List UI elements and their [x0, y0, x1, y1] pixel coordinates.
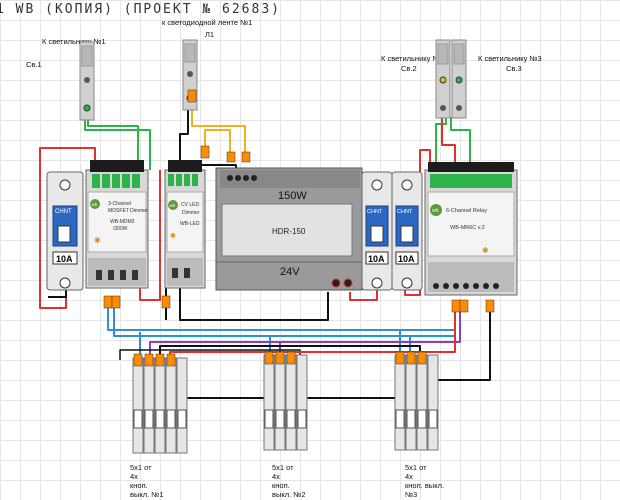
psu-power: 150W — [278, 190, 307, 202]
asterisk-icon: ✱ — [482, 246, 489, 255]
lamp-3-sub: Св.2 — [401, 64, 417, 73]
switch-block-2-line2: 4x — [272, 472, 280, 481]
lamp-4-caption: К светильнику №3 — [478, 54, 542, 63]
switch-block-1-line2: 4x — [130, 472, 138, 481]
lamp-4-sub: Св.3 — [506, 64, 522, 73]
circuit-breaker-3: CHNT 10A — [391, 171, 423, 291]
switch-block-1-label: 5x1 от 4x кноп. выкл. №1 — [130, 463, 164, 499]
wire-green — [450, 117, 471, 172]
switch-block-3-line1: 5x1 от — [405, 463, 427, 472]
lamp-terminal — [84, 77, 90, 83]
dimmer-brand: wb — [92, 202, 98, 207]
circuit-breaker-1: CHNT 10A — [46, 171, 84, 291]
wb-logo-icon — [90, 199, 100, 209]
switch-block-3-line3: кноп. выкл. — [405, 481, 445, 490]
led-line2: Dimmer — [182, 210, 200, 216]
dimmer-line1: 3-Channel — [108, 201, 131, 207]
led-brand: wb — [170, 203, 176, 208]
breaker-3-rating: 10A — [398, 254, 415, 264]
dimmer-line2: MOSFET Dimmer — [108, 208, 148, 214]
circuit-breaker-2: CHNT 10A — [361, 171, 393, 291]
switch-block-3-line2: 4x — [405, 472, 413, 481]
wire-black — [167, 312, 491, 399]
lamp-module-4 — [451, 39, 467, 119]
dimmer-power: /300W — [113, 226, 128, 232]
switch-block-3 — [394, 354, 439, 451]
breaker-2-brand: CHNT — [367, 209, 383, 215]
switch-block-2-label: 5x1 от 4x кноп. выкл. №2 — [272, 463, 306, 499]
lamp-1-sub: Св.1 — [26, 60, 42, 69]
lamp-terminal — [83, 104, 91, 112]
breaker-1-rating: 10A — [56, 254, 73, 264]
led-line1: CV LED — [181, 202, 199, 208]
switch-block-1-line4: выкл. №1 — [130, 490, 164, 499]
wire-yellow — [191, 107, 246, 158]
lamp-module-1 — [79, 41, 95, 121]
breaker-3-brand: CHNT — [397, 209, 413, 215]
lamp-1-caption: К светильнику №1 — [42, 37, 106, 46]
wb-logo-icon — [168, 200, 178, 210]
dimmer-model: WB-MDM3 — [110, 219, 135, 225]
wire-black — [179, 285, 329, 321]
switch-block-2-line1: 5x1 от — [272, 463, 294, 472]
wb-logo-icon — [430, 204, 442, 216]
lamp-2-sub: Л1 — [205, 30, 215, 39]
wire-black — [179, 107, 189, 170]
switch-block-1 — [132, 357, 188, 454]
relay-line1: 6-Channel Relay — [446, 208, 487, 214]
asterisk-icon: ✱ — [170, 232, 176, 240]
power-supply-module: 150W HDR-150 24V — [215, 167, 363, 291]
wire-red — [139, 170, 161, 301]
switch-block-3-line4: №3 — [405, 490, 418, 499]
wire-blue — [113, 308, 455, 337]
dimmer-module: wb 3-Channel MOSFET Dimmer WB-MDM3 /300W… — [85, 160, 149, 289]
wire-black — [159, 345, 421, 360]
switch-block-2-line3: кноп. — [272, 481, 290, 490]
page-title: 1 WB (КОПИЯ) (ПРОЕКТ № 62683) — [0, 2, 281, 17]
switch-block-1-line1: 5x1 от — [130, 463, 152, 472]
breaker-2-rating: 10A — [368, 254, 385, 264]
terminal-markers — [103, 89, 495, 367]
relay-model: WB-MR6C v.2 — [450, 225, 485, 231]
wire-purple — [149, 312, 461, 360]
switch-block-2 — [263, 354, 308, 451]
psu-voltage: 24V — [280, 266, 300, 278]
lamp-module-3 — [435, 39, 451, 119]
wire-green — [87, 119, 139, 170]
switch-block-3-label: 5x1 от 4x кноп. выкл. №3 — [405, 463, 444, 499]
switch-block-1-line3: кноп. — [130, 481, 148, 490]
wire-red — [39, 147, 96, 309]
breaker-1-brand: CHNT — [55, 209, 72, 215]
lamp-2-caption: к светодиодной ленте №1 — [162, 18, 253, 27]
wire-red — [441, 117, 456, 172]
wire-red — [349, 285, 378, 301]
led-model: WB-LED — [180, 221, 200, 227]
psu-model: HDR-150 — [272, 227, 306, 236]
wire-yellow — [204, 129, 231, 158]
lamp-3-caption: К светильнику №2 — [381, 54, 445, 63]
wire-green — [84, 117, 151, 170]
led-dimmer-module: wb CV LED Dimmer WB-LED ✱ — [164, 160, 206, 289]
relay-brand: wb — [432, 208, 439, 214]
switch-block-2-line4: выкл. №2 — [272, 490, 306, 499]
asterisk-icon: ✱ — [94, 236, 101, 245]
relay-module: wb 6-Channel Relay WB-MR6C v.2 ✱ — [424, 162, 518, 296]
